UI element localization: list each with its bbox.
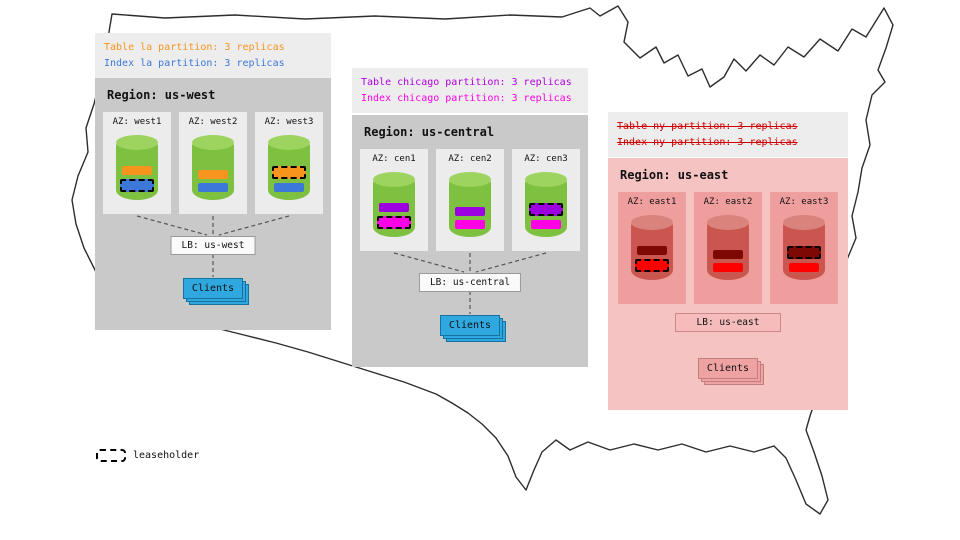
replica-bar (713, 263, 743, 272)
clients-box: Clients (183, 278, 243, 299)
db-cylinder (192, 135, 234, 200)
load-balancer: LB: us-east (675, 313, 781, 332)
az-box: AZ: east1 (618, 192, 686, 304)
az-label: AZ: cen3 (524, 154, 568, 164)
replica-bar-leaseholder (787, 246, 821, 259)
region-title: Region: us-east (620, 168, 729, 182)
leaseholder-legend: leaseholder (96, 449, 199, 462)
az-row: AZ: west1 AZ: west2 AZ: west3 (95, 112, 331, 214)
az-label: AZ: west2 (188, 117, 238, 127)
replica-bar-leaseholder (120, 179, 154, 192)
db-cylinder (707, 215, 749, 280)
replica-bar (198, 183, 228, 192)
replica-bar (637, 246, 667, 255)
az-box: AZ: east3 (770, 192, 838, 304)
leaseholder-swatch-icon (96, 449, 126, 462)
replica-bar-leaseholder (635, 259, 669, 272)
region-title: Region: us-central (364, 125, 495, 139)
replica-bar (122, 166, 152, 175)
legend-label: leaseholder (133, 450, 200, 461)
az-box: AZ: east2 (694, 192, 762, 304)
annotation-line: Table ny partition: 3 replicas (617, 121, 798, 132)
replica-bar (274, 183, 304, 192)
us-outline-path (71, 5, 894, 515)
az-box: AZ: west3 (255, 112, 323, 214)
region-title: Region: us-west (107, 88, 216, 102)
replica-bar (455, 220, 485, 229)
az-label: AZ: west1 (112, 117, 162, 127)
annotation-line: Index ny partition: 3 replicas (617, 136, 798, 148)
load-balancer: LB: us-west (170, 236, 256, 255)
db-cylinder (116, 135, 158, 200)
replica-bar (713, 250, 743, 259)
annotation-line: Index chicago partition: 3 replicas (361, 92, 572, 104)
replica-bar-leaseholder (529, 203, 563, 216)
az-label: AZ: east2 (703, 197, 753, 207)
annotation-line: Table la partition: 3 replicas (104, 42, 285, 53)
az-row: AZ: east1 AZ: east2 AZ: east3 (608, 192, 848, 304)
az-box: AZ: cen3 (512, 149, 580, 251)
annotation-line: Index la partition: 3 replicas (104, 57, 285, 69)
clients-box: Clients (698, 358, 758, 379)
replica-bar (379, 203, 409, 212)
az-box: AZ: west1 (103, 112, 171, 214)
clients-box: Clients (440, 315, 500, 336)
db-cylinder (525, 172, 567, 237)
replica-bar (789, 263, 819, 272)
replica-bar (455, 207, 485, 216)
az-label: AZ: east3 (779, 197, 829, 207)
db-cylinder (449, 172, 491, 237)
az-box: AZ: cen2 (436, 149, 504, 251)
load-balancer: LB: us-central (418, 273, 522, 292)
az-label: AZ: cen2 (448, 154, 492, 164)
az-label: AZ: cen1 (372, 154, 416, 164)
az-row: AZ: cen1 AZ: cen2 AZ: cen3 (352, 149, 588, 251)
db-cylinder (268, 135, 310, 200)
annotation-line: Table chicago partition: 3 replicas (361, 77, 572, 88)
db-cylinder (783, 215, 825, 280)
az-label: AZ: west3 (264, 117, 314, 127)
az-label: AZ: east1 (627, 197, 677, 207)
replica-bar-leaseholder (272, 166, 306, 179)
az-box: AZ: cen1 (360, 149, 428, 251)
az-box: AZ: west2 (179, 112, 247, 214)
db-cylinder (631, 215, 673, 280)
replica-bar-leaseholder (377, 216, 411, 229)
replica-bar (531, 220, 561, 229)
replica-bar (198, 170, 228, 179)
db-cylinder (373, 172, 415, 237)
